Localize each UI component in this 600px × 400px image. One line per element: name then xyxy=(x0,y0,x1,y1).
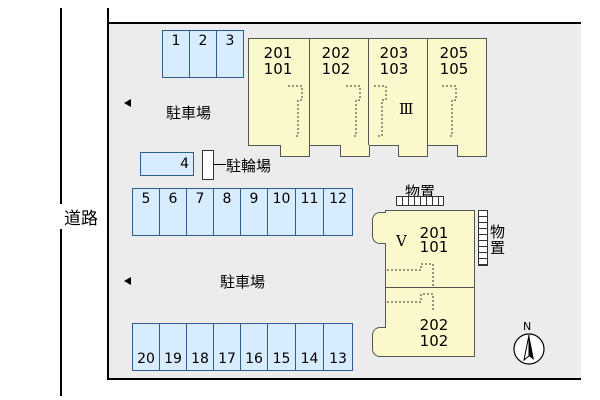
unit-number-upper: 202 xyxy=(419,316,449,334)
unit-number-lower: 102 xyxy=(419,332,449,350)
parking-space: 15 xyxy=(267,323,296,371)
building-unit xyxy=(385,287,475,357)
lot-top-left-tick xyxy=(107,8,109,24)
building-unit xyxy=(309,38,369,146)
compass-north-label: N xyxy=(523,320,532,333)
bicycle-parking-label: 駐輪場 xyxy=(226,157,272,175)
storage-shed-side xyxy=(478,210,488,266)
road-line xyxy=(60,8,62,396)
unit-number-lower: 103 xyxy=(379,60,409,78)
parking-space: 13 xyxy=(323,323,353,371)
unit-number-upper: 205 xyxy=(439,44,469,62)
unit-number-upper: 201 xyxy=(263,44,293,62)
bicycle-pointer-line xyxy=(214,164,226,165)
entry-arrow-icon xyxy=(124,277,131,285)
entrance-notch xyxy=(280,145,310,157)
north-arrow-icon xyxy=(513,333,545,365)
unit-number-upper: 202 xyxy=(321,44,351,62)
bicycle-shed xyxy=(202,150,214,180)
parking-space: 10 xyxy=(267,188,296,236)
parking-space: 1 xyxy=(162,30,190,78)
parking-space: 14 xyxy=(295,323,324,371)
unit-number-lower: 102 xyxy=(321,60,351,78)
compass: N xyxy=(512,320,546,366)
entrance-notch xyxy=(457,145,487,157)
parking-space: 11 xyxy=(295,188,324,236)
building-unit xyxy=(427,38,487,146)
parking-space: 20 xyxy=(132,323,160,371)
building-name: Ⅲ xyxy=(399,100,414,118)
parking-space: 12 xyxy=(323,188,353,236)
entrance-notch xyxy=(372,327,386,357)
parking-space: 5 xyxy=(132,188,160,236)
unit-number-lower: 101 xyxy=(263,60,293,78)
unit-number-lower: 101 xyxy=(419,238,449,256)
parking-space: 4 xyxy=(140,152,194,176)
building-name: V xyxy=(396,232,407,250)
parking-label-top: 駐車場 xyxy=(166,104,212,122)
entrance-notch xyxy=(340,145,370,157)
parking-space: 6 xyxy=(159,188,187,236)
parking-space: 7 xyxy=(186,188,214,236)
unit-number-upper: 203 xyxy=(379,44,409,62)
storage-shed-top xyxy=(396,196,444,206)
parking-space: 17 xyxy=(213,323,241,371)
parking-space: 9 xyxy=(240,188,268,236)
parking-space-number: 4 xyxy=(180,156,189,172)
parking-space: 18 xyxy=(186,323,214,371)
parking-space: 2 xyxy=(189,30,217,78)
entrance-notch xyxy=(372,212,386,244)
parking-label-bottom: 駐車場 xyxy=(220,273,266,291)
parking-space: 19 xyxy=(159,323,187,371)
parking-space: 3 xyxy=(216,30,244,78)
road-label: 道路 xyxy=(53,204,109,229)
unit-number-lower: 105 xyxy=(439,60,469,78)
entrance-notch xyxy=(398,145,428,157)
unit-number-upper: 201 xyxy=(419,224,449,242)
parking-space: 8 xyxy=(213,188,241,236)
interior-dashed-lines xyxy=(288,85,457,137)
interior-dashed-lines xyxy=(387,263,434,310)
parking-space: 16 xyxy=(240,323,268,371)
entry-arrow-icon xyxy=(124,99,131,107)
storage-label-side: 物置 xyxy=(490,223,506,257)
